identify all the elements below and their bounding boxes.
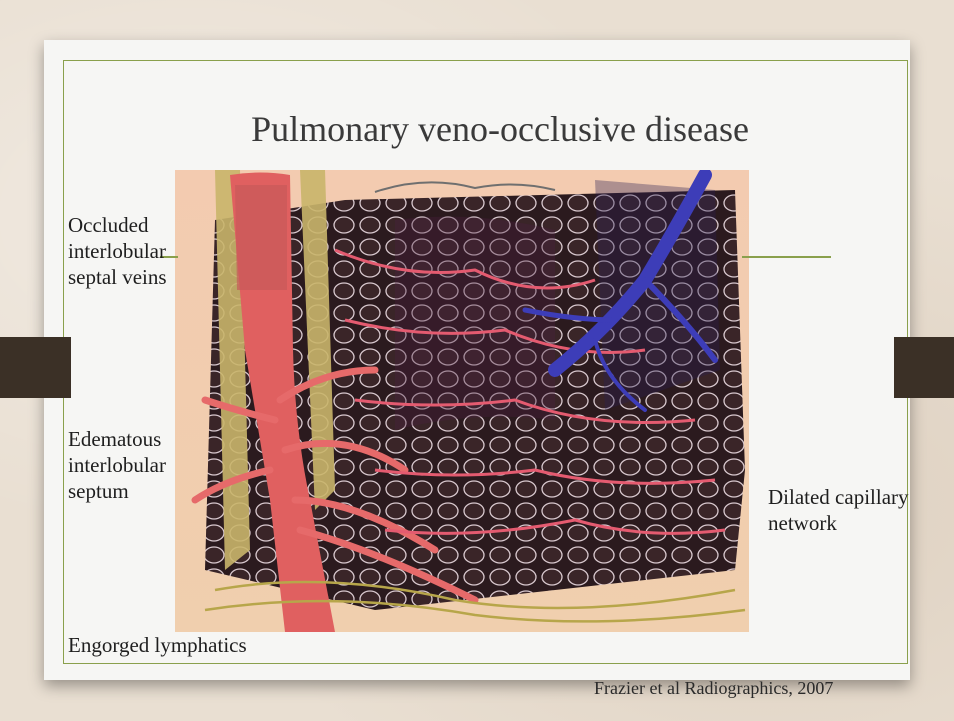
label-engorged-lymphatics: Engorged lymphatics <box>68 632 247 658</box>
citation: Frazier et al Radiographics, 2007 <box>594 678 833 699</box>
label-edematous-septum: Edematous interlobular septum <box>68 426 208 504</box>
lung-illustration <box>175 170 749 632</box>
label-occluded-veins: Occluded interlobular septal veins <box>68 212 208 290</box>
label-dilated-capillary: Dilated capillary network <box>768 484 948 536</box>
left-tab-marker <box>0 337 71 398</box>
slide-title: Pulmonary veno-occlusive disease <box>160 108 840 150</box>
right-tab-marker <box>894 337 954 398</box>
accent-line-right <box>742 256 831 258</box>
